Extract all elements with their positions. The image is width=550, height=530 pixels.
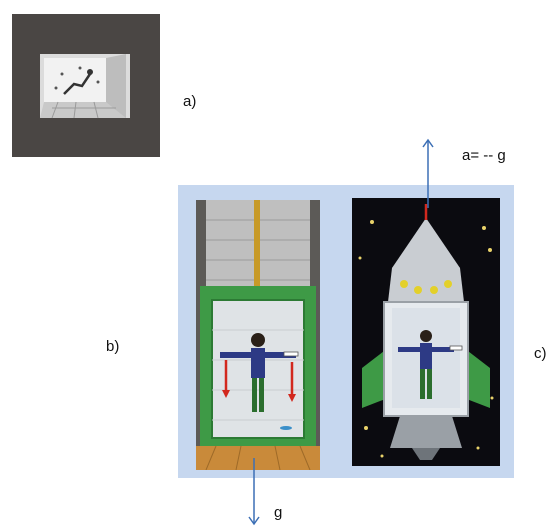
figure-b-elevator [196,200,320,470]
label-c: c) [534,345,547,362]
acceleration-arrow-up [422,138,434,208]
gravity-arrow-down [248,458,260,526]
gravity-label: g [274,504,283,521]
acceleration-label: a= -- g [462,147,506,164]
label-b: b) [106,338,120,355]
label-a: a) [183,93,197,110]
figure-a-floating-room [12,14,160,157]
figure-c-rocket [352,198,500,466]
